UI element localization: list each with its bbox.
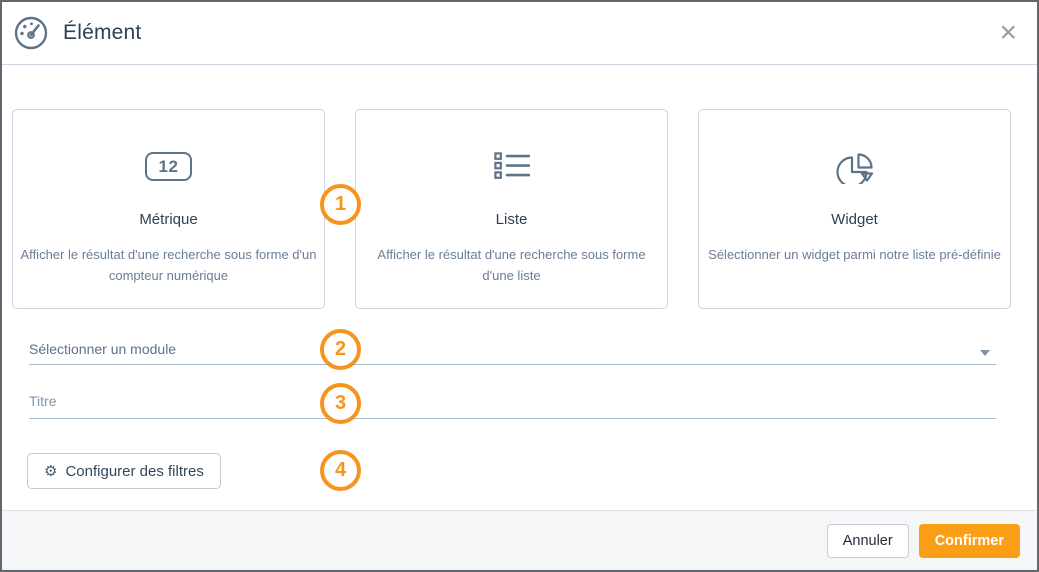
step-badge-4: 4 xyxy=(320,450,361,491)
card-metrique-title: Métrique xyxy=(139,211,198,228)
card-widget-title: Widget xyxy=(831,211,878,228)
title-field-wrapper xyxy=(29,393,996,419)
cancel-button[interactable]: Annuler xyxy=(826,523,909,558)
counter-12-icon: 12 xyxy=(145,152,192,190)
dialog-title: Élément xyxy=(63,21,142,44)
dialog-footer: Annuler Confirmer xyxy=(2,510,1037,570)
card-liste-title: Liste xyxy=(495,211,528,228)
configure-filters-button[interactable]: ⚙ Configurer des filtres xyxy=(27,453,221,489)
close-icon[interactable]: × xyxy=(995,18,1021,48)
module-select-placeholder: Sélectionner un module xyxy=(29,341,177,357)
step-badge-3: 3 xyxy=(320,383,361,424)
configure-filters-label: Configurer des filtres xyxy=(65,462,204,480)
card-widget[interactable]: Widget Sélectionner un widget parmi notr… xyxy=(698,109,1011,309)
card-liste-description: Afficher le résultat d'une recherche sou… xyxy=(377,247,646,283)
element-type-cards: 12 Métrique Afficher le résultat d'une r… xyxy=(12,109,1011,309)
dialog-header: Élément × xyxy=(2,2,1037,65)
card-liste[interactable]: Liste Afficher le résultat d'une recherc… xyxy=(355,109,668,309)
gauge-icon xyxy=(12,14,50,52)
list-icon xyxy=(493,152,530,190)
card-metrique-description: Afficher le résultat d'une recherche sou… xyxy=(20,247,317,283)
gear-icon: ⚙ xyxy=(44,462,58,480)
card-widget-description: Sélectionner un widget parmi notre liste… xyxy=(708,247,1001,262)
pie-chart-icon xyxy=(835,152,875,190)
step-badge-1: 1 xyxy=(320,184,361,225)
title-input[interactable] xyxy=(29,393,996,419)
module-select[interactable]: Sélectionner un module xyxy=(29,341,996,365)
confirm-button[interactable]: Confirmer xyxy=(918,523,1020,558)
step-badge-2: 2 xyxy=(320,329,361,370)
chevron-down-icon[interactable] xyxy=(980,350,990,356)
counter-12-text: 12 xyxy=(158,156,179,176)
card-metrique[interactable]: 12 Métrique Afficher le résultat d'une r… xyxy=(12,109,325,309)
